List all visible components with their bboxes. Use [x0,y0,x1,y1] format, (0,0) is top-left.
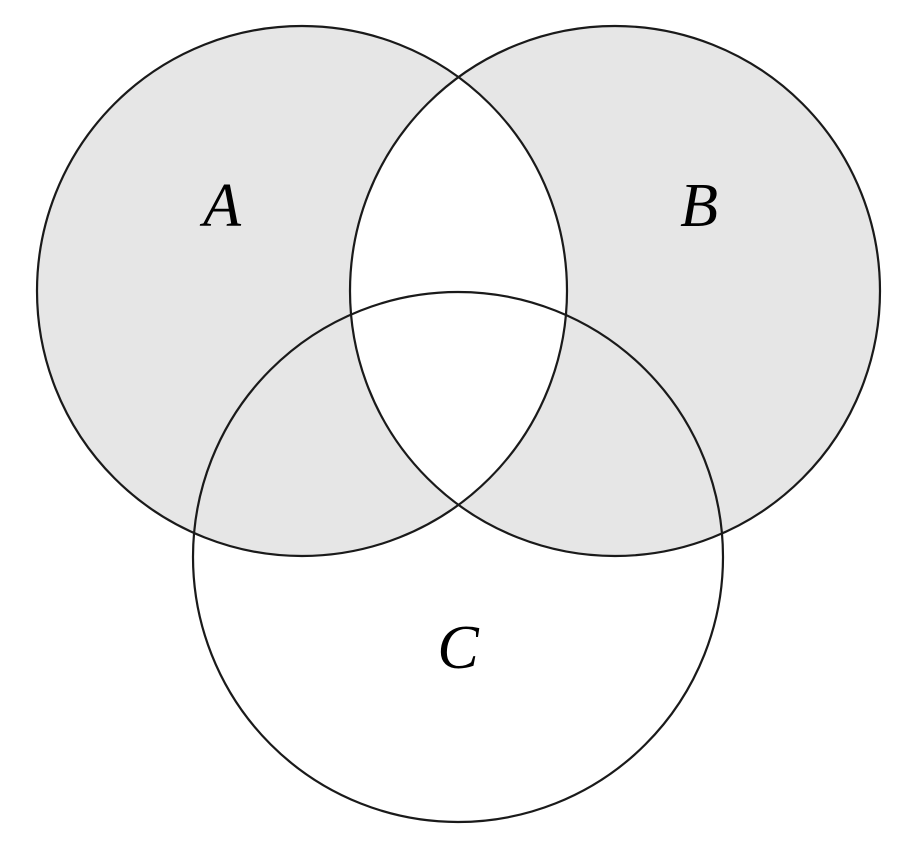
set-label-c: C [437,614,479,682]
set-label-b: B [680,172,718,240]
venn-circle-outlines [35,24,882,824]
set-label-a: A [199,172,242,240]
venn-set-labels: A B C [199,172,718,682]
circle-b[interactable] [348,24,882,558]
circle-a[interactable] [35,24,569,558]
circle-c[interactable] [191,290,725,824]
